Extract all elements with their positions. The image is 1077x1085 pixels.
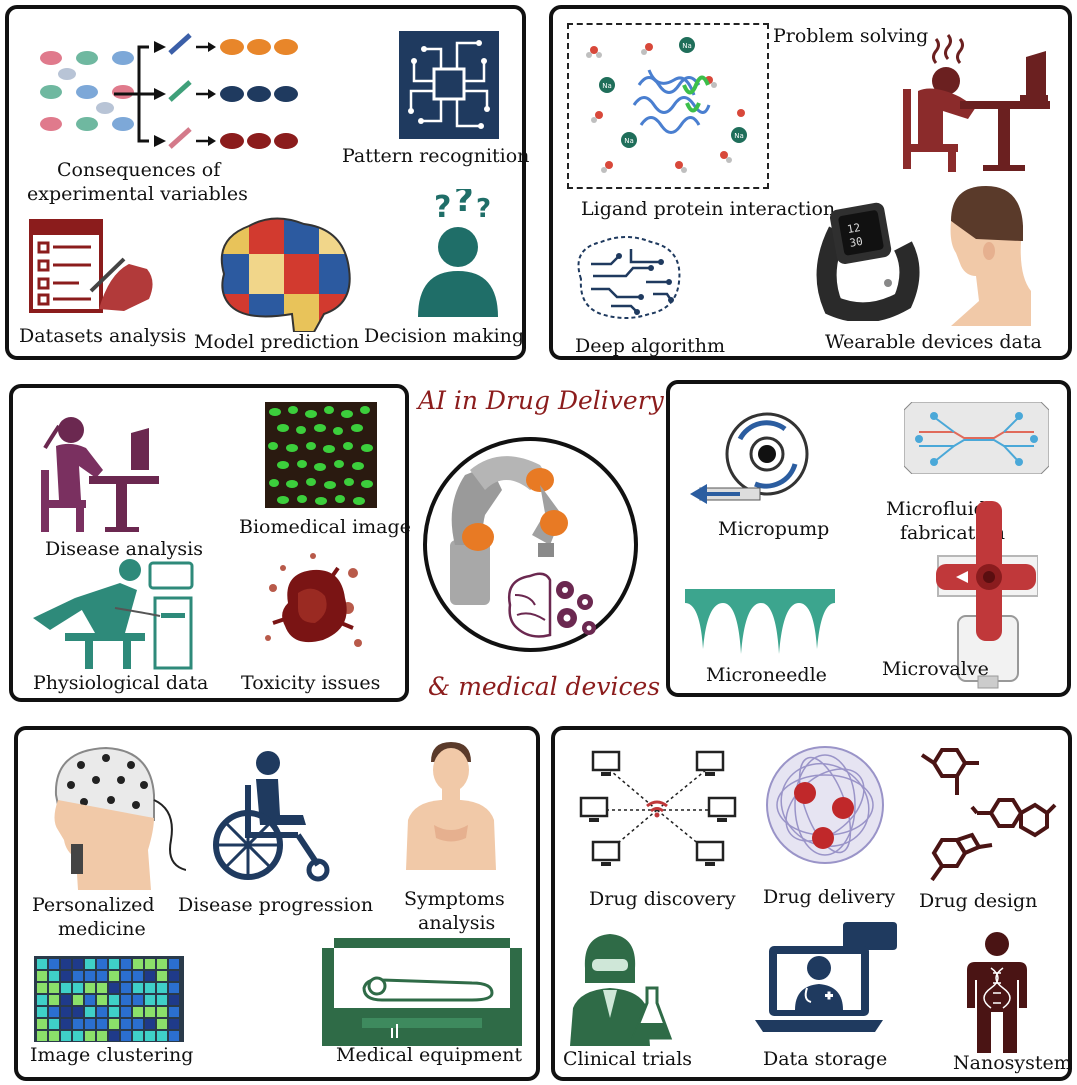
microvalve-icon — [936, 501, 1038, 689]
center-circle — [423, 437, 638, 652]
label-symptoms: Symptoms — [404, 888, 505, 910]
label-wearable-devices-data: Wearable devices data — [825, 331, 1042, 353]
label-analysis: analysis — [418, 912, 496, 934]
label-ligand-protein-interaction: Ligand protein interaction — [581, 198, 836, 220]
label-pattern-recognition: Pattern recognition — [342, 145, 530, 167]
svg-text:?: ? — [476, 194, 491, 224]
title-top: AI in Drug Delivery — [418, 386, 664, 415]
svg-text:?: ? — [454, 189, 474, 220]
computer-user-icon — [41, 417, 159, 532]
label-problem-solving: Problem solving — [773, 25, 929, 47]
label-microneedle: Microneedle — [706, 664, 827, 686]
scientist-icon — [570, 934, 673, 1046]
patient-monitor-icon — [33, 559, 194, 670]
microfluidic-chip-icon — [904, 402, 1049, 474]
label-model-prediction: Model prediction — [194, 331, 360, 353]
label-physiological-data: Physiological data — [33, 672, 209, 694]
grid-cluster-icon — [34, 956, 184, 1042]
molecule-icon — [920, 748, 1057, 882]
cell-image-icon — [265, 402, 377, 508]
label-decision-making: Decision making — [364, 325, 525, 347]
label-drug-delivery: Drug delivery — [763, 886, 896, 908]
panel-mid-right: Micropump Microfluid fabrication Microne… — [666, 380, 1071, 697]
toxic-cell-icon — [265, 553, 362, 647]
svg-text:?: ? — [434, 190, 451, 225]
label-disease-analysis: Disease analysis — [45, 538, 203, 560]
branch-arrows — [114, 33, 298, 149]
eeg-head-icon — [54, 746, 186, 890]
label-data-storage: Data storage — [763, 1048, 888, 1070]
label-nanosystem: Nanosystem — [953, 1052, 1072, 1074]
micropump-icon — [690, 412, 809, 504]
label-microfluid: Microfluid — [886, 498, 986, 520]
svg-text:Na: Na — [682, 42, 692, 50]
label-experimental-variables: experimental variables — [27, 183, 248, 205]
dna-person-icon — [967, 932, 1027, 1053]
patient-chest-icon — [406, 742, 496, 870]
syringe-icon — [168, 33, 192, 149]
svg-text:12: 12 — [846, 221, 861, 236]
label-toxicity-issues: Toxicity issues — [241, 672, 381, 694]
laptop-doctor-icon — [755, 922, 897, 1032]
smartwatch-icon: 12 30 — [816, 202, 920, 321]
label-disease-progression: Disease progression — [178, 894, 374, 916]
svg-text:Na: Na — [602, 82, 612, 90]
label-datasets-analysis: Datasets analysis — [19, 325, 187, 347]
circuit-brain-icon — [577, 236, 681, 319]
svg-text:30: 30 — [849, 235, 864, 250]
label-image-clustering: Image clustering — [30, 1044, 194, 1066]
label-medicine: medicine — [58, 918, 146, 940]
frustrated-person-icon — [903, 34, 1050, 172]
label-micropump: Micropump — [718, 518, 830, 540]
label-consequences: Consequences of — [57, 159, 221, 181]
label-medical-equipment: Medical equipment — [336, 1044, 523, 1066]
label-clinical-trials: Clinical trials — [563, 1048, 693, 1070]
label-biomedical-image: Biomedical image — [239, 516, 411, 538]
panel-top-left: Consequences of experimental variables P… — [5, 5, 530, 360]
title-bottom: & medical devices — [428, 672, 661, 701]
label-drug-discovery: Drug discovery — [589, 888, 736, 910]
label-drug-design: Drug design — [919, 890, 1038, 912]
mri-bed-icon — [322, 938, 522, 1046]
nanoparticle-icon — [766, 746, 884, 864]
robot-arm-icon — [450, 456, 568, 605]
label-deep-algorithm: Deep algorithm — [575, 335, 725, 357]
head-profile-icon — [950, 186, 1031, 326]
chip-icon — [399, 31, 499, 139]
panel-bottom-right: Drug discovery Drug delivery Drug design… — [551, 726, 1072, 1081]
ligand-box — [567, 23, 769, 189]
mice-group-icon — [40, 51, 134, 131]
puzzle-brain-icon — [220, 217, 351, 332]
label-microvalve: Microvalve — [882, 658, 989, 680]
person-question-icon: ? ? ? — [418, 189, 498, 317]
panel-mid-left: Disease analysis Biomedical image Physio… — [9, 384, 411, 702]
label-personalized: Personalized — [32, 894, 155, 916]
panel-bottom-left: Personalized medicine Disease progressio… — [14, 726, 540, 1081]
svg-text:Na: Na — [734, 132, 744, 140]
brain-gears-icon — [507, 572, 596, 638]
svg-text:Na: Na — [624, 137, 634, 145]
network-computers-icon — [579, 750, 737, 866]
wheelchair-icon — [213, 751, 330, 882]
microneedle-icon — [685, 589, 835, 654]
checklist-icon — [29, 219, 153, 313]
